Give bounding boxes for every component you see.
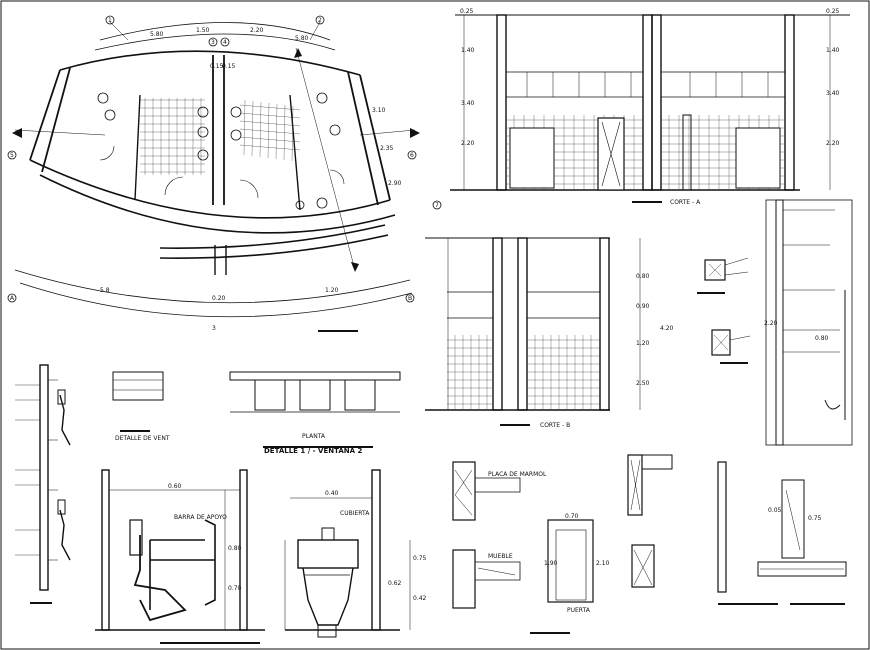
svg-text:3: 3 <box>211 39 215 46</box>
svg-text:2.20: 2.20 <box>461 140 475 147</box>
svg-text:3.40: 3.40 <box>461 100 475 107</box>
svg-text:0.25: 0.25 <box>460 8 474 15</box>
plan-title-bar <box>318 330 358 332</box>
svg-text:0.70: 0.70 <box>228 585 242 592</box>
svg-text:2.10: 2.10 <box>596 560 610 567</box>
toilet-fixtures <box>97 92 341 210</box>
svg-text:BARRA DE APOYO: BARRA DE APOYO <box>174 514 227 521</box>
svg-text:0.80: 0.80 <box>228 545 242 552</box>
svg-text:2.20: 2.20 <box>250 27 264 34</box>
axis-bubble-6: 6 <box>407 150 417 160</box>
svg-text:1: 1 <box>108 17 112 24</box>
svg-text:2.90: 2.90 <box>388 180 402 187</box>
svg-text:A: A <box>10 295 15 302</box>
svg-text:2.35: 2.35 <box>380 145 394 152</box>
svg-text:CUBIERTA: CUBIERTA <box>340 510 370 517</box>
svg-text:7: 7 <box>435 202 439 209</box>
svg-text:0.15: 0.15 <box>210 63 224 70</box>
axis-bubble-2: 2 <box>315 15 325 25</box>
svg-text:0.25: 0.25 <box>826 8 840 15</box>
detail-block-window: PLANTA DETALLE 1 / - VENTANA 2 <box>229 371 401 455</box>
svg-text:CORTE - B: CORTE - B <box>540 422 570 429</box>
right-tall-panel: 2.20 0.80 <box>764 199 853 446</box>
svg-text:PLACA DE MARMOL: PLACA DE MARMOL <box>488 471 547 478</box>
wall-section-left <box>15 364 71 604</box>
svg-text:0.90: 0.90 <box>636 303 650 310</box>
svg-text:2.20: 2.20 <box>764 320 778 327</box>
svg-text:2: 2 <box>318 17 322 24</box>
svg-text:PLANTA: PLANTA <box>302 433 326 440</box>
svg-text:3.10: 3.10 <box>372 107 386 114</box>
svg-text:1.50: 1.50 <box>196 27 210 34</box>
svg-text:1.20: 1.20 <box>636 340 650 347</box>
svg-text:5.8: 5.8 <box>100 287 110 294</box>
svg-text:3.40: 3.40 <box>826 90 840 97</box>
svg-text:0.80: 0.80 <box>815 335 829 342</box>
svg-text:3: 3 <box>212 325 216 332</box>
svg-text:5.80: 5.80 <box>150 31 164 38</box>
svg-text:0.75: 0.75 <box>413 555 427 562</box>
axis-bubble-3: 3 <box>208 37 218 47</box>
axis-bubble-b: B <box>405 293 415 303</box>
small-details-mid <box>697 257 751 364</box>
svg-text:0.42: 0.42 <box>413 595 427 602</box>
svg-text:4.20: 4.20 <box>660 325 674 332</box>
svg-text:PUERTA: PUERTA <box>567 607 591 614</box>
axis-bubble-7: 7 <box>432 200 442 210</box>
svg-text:0.80: 0.80 <box>636 273 650 280</box>
svg-text:DETALLE DE VENT: DETALLE DE VENT <box>115 435 170 442</box>
axis-bubble-1: 1 <box>105 15 115 25</box>
axis-bubble-4: 4 <box>220 37 230 47</box>
svg-text:4: 4 <box>223 39 227 46</box>
svg-text:MUEBLE: MUEBLE <box>488 553 513 560</box>
svg-text:5: 5 <box>10 152 14 159</box>
svg-text:5.80: 5.80 <box>295 35 309 42</box>
curved-floor-plan: 1 2 3 4 5 6 7 A B 5.80 1.50 2.20 5.80 0.… <box>7 15 442 332</box>
axis-bubble-a: A <box>7 293 17 303</box>
detail-block-small: DETALLE DE VENT <box>112 371 170 442</box>
svg-text:0.40: 0.40 <box>325 490 339 497</box>
svg-text:CORTE - A: CORTE - A <box>670 199 701 206</box>
svg-text:6: 6 <box>410 152 414 159</box>
svg-text:0.60: 0.60 <box>168 483 182 490</box>
details-bottom-right: PLACA DE MARMOL MUEBLE 0.70 1.90 2.10 PU… <box>452 454 847 634</box>
svg-text:0.15: 0.15 <box>222 63 236 70</box>
svg-text:B: B <box>408 295 412 302</box>
svg-text:2.50: 2.50 <box>636 380 650 387</box>
svg-text:DETALLE 1 / - VENTANA 2: DETALLE 1 / - VENTANA 2 <box>264 447 362 455</box>
svg-text:0.20: 0.20 <box>212 295 226 302</box>
svg-text:0.70: 0.70 <box>565 513 579 520</box>
svg-text:1.40: 1.40 <box>826 47 840 54</box>
elevation-lower: 0.80 0.90 1.20 2.50 4.20 CORTE - B <box>425 237 674 429</box>
svg-text:1.20: 1.20 <box>325 287 339 294</box>
toilet-elevation-grab-bar: 0.60 0.80 0.70 BARRA DE APOYO <box>95 469 265 644</box>
svg-text:0.75: 0.75 <box>808 515 822 522</box>
svg-text:1.40: 1.40 <box>461 47 475 54</box>
svg-text:2.20: 2.20 <box>826 140 840 147</box>
svg-text:0.05: 0.05 <box>768 507 782 514</box>
svg-text:0.62: 0.62 <box>388 580 402 587</box>
toilet-elevation-front: 0.40 0.75 0.42 0.62 CUBIERTA <box>284 469 427 638</box>
svg-text:1.90: 1.90 <box>544 560 558 567</box>
elevation-upper: 1.40 3.40 2.20 1.40 3.40 2.20 0.25 0.25 … <box>450 8 850 206</box>
axis-bubble-5: 5 <box>7 150 17 160</box>
